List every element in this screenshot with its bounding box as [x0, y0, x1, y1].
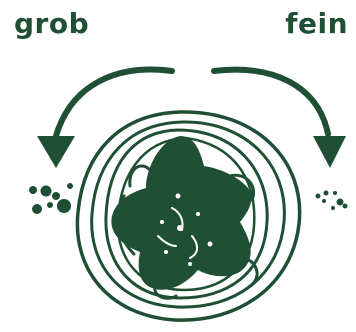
coarse-grounds-icon: [29, 183, 73, 214]
grinder-burr-icon: [111, 136, 257, 298]
curved-arrow-down-left-icon: [37, 70, 172, 168]
fine-grounds-icon: [316, 191, 348, 211]
